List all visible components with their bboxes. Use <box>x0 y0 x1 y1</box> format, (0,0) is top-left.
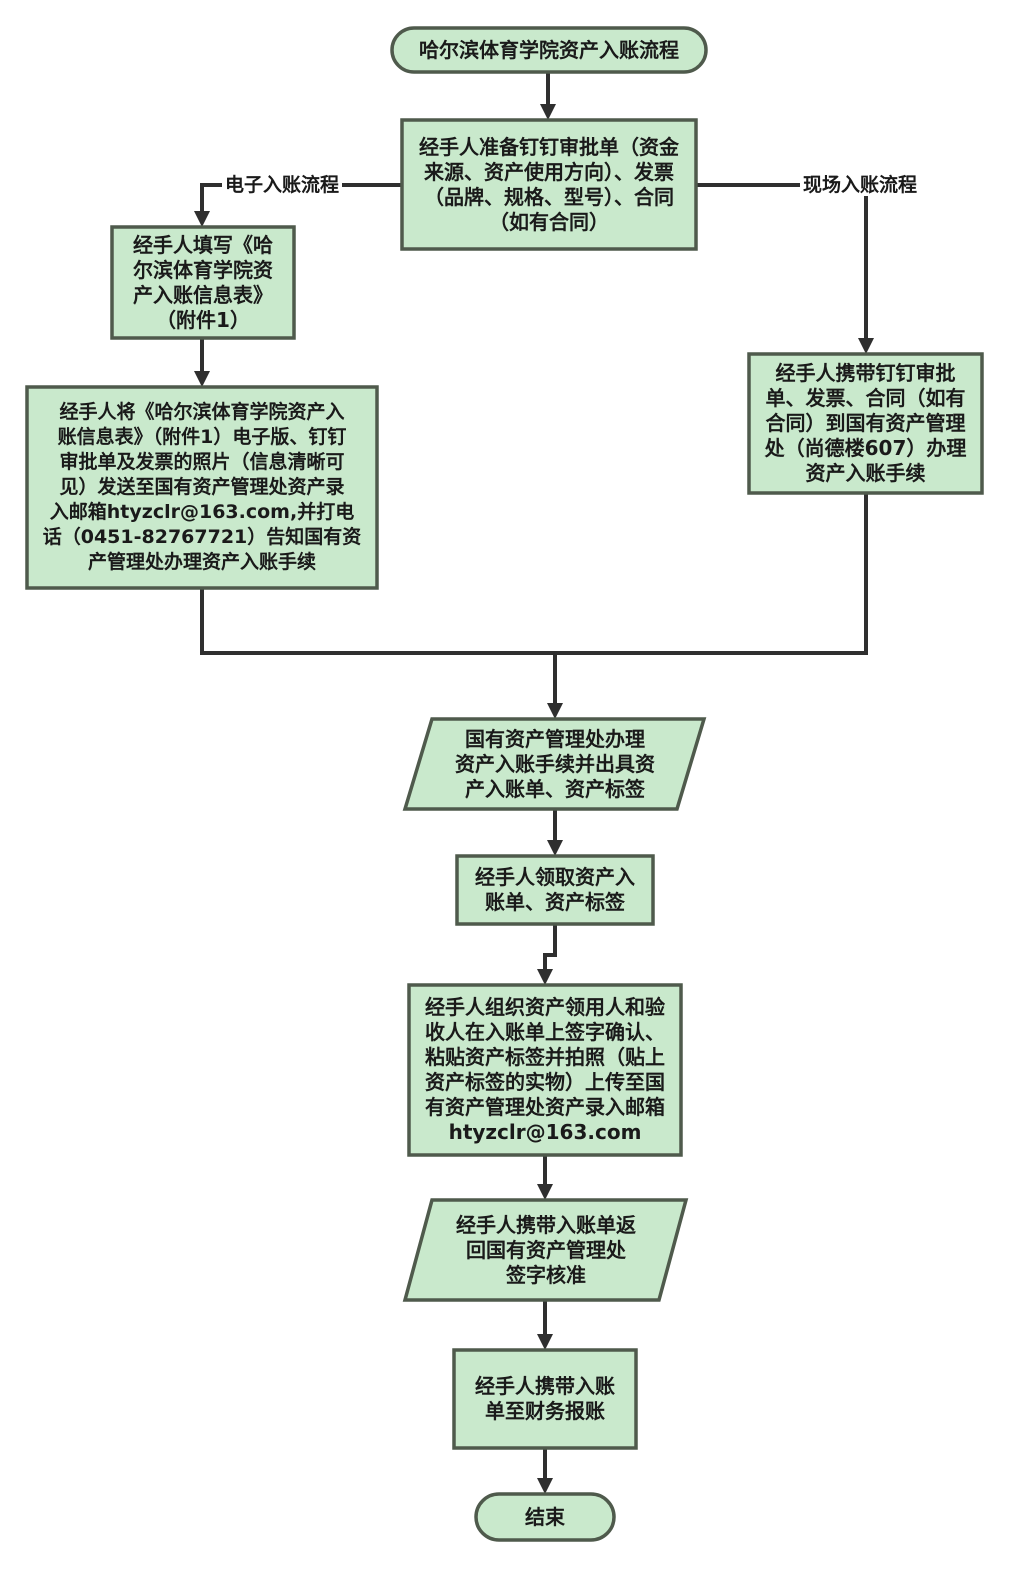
process-line: 资产入账手续并出具资 <box>455 751 655 776</box>
arrowhead-return <box>537 1184 553 1200</box>
send-email-line: 见）发送至国有资产管理处资产录 <box>59 476 345 498</box>
fill-form-box-shape <box>110 225 296 340</box>
send-email-line: 产管理处办理资产入账手续 <box>87 551 316 573</box>
onsite-box-shape <box>747 352 984 495</box>
arrowhead-process <box>547 703 563 719</box>
prepare-line: 来源、资产使用方向）、发票 <box>424 159 674 184</box>
arrowhead-send-email <box>194 371 210 387</box>
arrowhead-fill-form <box>194 211 210 227</box>
finance-box-shape <box>452 1348 638 1450</box>
organize-node: 经手人组织资产领用人和验 收人在入账单上签字确认、 粘贴资产标签并拍照（贴上 资… <box>409 985 681 1155</box>
onsite-node: 经手人携带钉钉审批 单、发票、合同（如有 合同）到国有资产管理 处（尚德楼607… <box>749 354 982 493</box>
arrowhead-end <box>537 1478 553 1494</box>
send-email-line: 审批单及发票的照片（信息清晰可 <box>59 451 345 473</box>
finance-line: 单至财务报账 <box>485 1399 605 1423</box>
node-shapes <box>25 26 984 1542</box>
return-line: 经手人携带入账单返 <box>456 1212 636 1237</box>
fill-form-node: 经手人填写《哈 尔滨体育学院资 产入账信息表》 （附件1） <box>112 227 294 338</box>
arrowhead-prepare <box>540 104 556 120</box>
fill-form-line: 产入账信息表》 <box>133 282 273 307</box>
process-parallelogram-shape <box>402 717 707 811</box>
arrowhead-finance <box>537 1334 553 1350</box>
organize-line: 经手人组织资产领用人和验 <box>425 995 665 1019</box>
process-node: 国有资产管理处办理 资产入账手续并出具资 产入账单、资产标签 <box>430 719 680 809</box>
receive-line: 账单、资产标签 <box>485 890 625 914</box>
send-email-line: 话（0451-82767721）告知国有资 <box>42 526 362 548</box>
process-line: 产入账单、资产标签 <box>465 776 645 801</box>
fill-form-line: 经手人填写《哈 <box>133 232 273 257</box>
onsite-branch-label: 现场入账流程 <box>800 174 921 196</box>
organize-line: 有资产管理处资产录入邮箱 <box>425 1095 665 1119</box>
prepare-line: （如有合同） <box>489 209 609 234</box>
arrowhead-onsite <box>858 338 874 354</box>
send-email-line: 账信息表》（附件1）电子版、钉钉 <box>57 426 347 448</box>
return-parallelogram-shape <box>402 1198 689 1302</box>
prepare-box-shape <box>400 118 698 251</box>
arrowhead-organize <box>537 969 553 985</box>
send-email-line: 经手人将《哈尔滨体育学院资产入 <box>59 401 345 423</box>
return-line: 回国有资产管理处 <box>466 1237 626 1262</box>
onsite-line: 处（尚德楼607）办理 <box>764 436 967 460</box>
arrowheads <box>194 104 874 1494</box>
finance-line: 经手人携带入账 <box>475 1374 615 1398</box>
receive-node: 经手人领取资产入 账单、资产标签 <box>457 856 653 924</box>
connector-prepare-onsite <box>696 183 868 342</box>
onsite-line: 资产入账手续 <box>805 461 926 485</box>
end-node-label: 结束 <box>525 1504 565 1529</box>
onsite-line: 合同）到国有资产管理 <box>765 411 966 435</box>
end-terminal-shape <box>474 1492 616 1542</box>
prepare-node: 经手人准备钉钉审批单（资金 来源、资产使用方向）、发票 （品牌、规格、型号）、合… <box>402 120 696 249</box>
connector-send-merge <box>200 493 868 655</box>
organize-line: 粘贴资产标签并拍照（贴上 <box>425 1045 665 1069</box>
send-email-line: 入邮箱htyzclr@163.com,并打电 <box>49 501 355 523</box>
start-node: 哈尔滨体育学院资产入账流程 <box>392 28 706 72</box>
organize-box-shape <box>407 983 683 1157</box>
send-email-node: 经手人将《哈尔滨体育学院资产入 账信息表》（附件1）电子版、钉钉 审批单及发票的… <box>27 387 377 588</box>
onsite-line: 经手人携带钉钉审批 <box>775 361 956 385</box>
process-line: 国有资产管理处办理 <box>465 726 645 751</box>
arrowhead-receive <box>547 840 563 856</box>
prepare-line: 经手人准备钉钉审批单（资金 <box>419 134 679 159</box>
start-node-label: 哈尔滨体育学院资产入账流程 <box>419 37 679 62</box>
prepare-line: （品牌、规格、型号）、合同 <box>424 184 674 209</box>
receive-box-shape <box>455 854 655 926</box>
end-node: 结束 <box>476 1494 614 1540</box>
electronic-branch-label: 电子入账流程 <box>222 174 343 196</box>
return-node: 经手人携带入账单返 回国有资产管理处 签字核准 <box>430 1200 662 1300</box>
onsite-line: 单、发票、合同（如有 <box>765 386 966 410</box>
fill-form-line: 尔滨体育学院资 <box>133 257 273 282</box>
receive-line: 经手人领取资产入 <box>475 865 635 889</box>
finance-node: 经手人携带入账 单至财务报账 <box>454 1350 636 1448</box>
send-email-box-shape <box>25 385 379 590</box>
start-terminal-shape <box>390 26 708 74</box>
return-line: 签字核准 <box>506 1262 586 1287</box>
organize-line: 收人在入账单上签字确认、 <box>425 1020 665 1044</box>
fill-form-line: （附件1） <box>156 307 250 332</box>
connector-receive-organize <box>543 924 557 973</box>
organize-line: htyzclr@163.com <box>448 1120 642 1144</box>
organize-line: 资产标签的实物）上传至国 <box>425 1070 665 1094</box>
